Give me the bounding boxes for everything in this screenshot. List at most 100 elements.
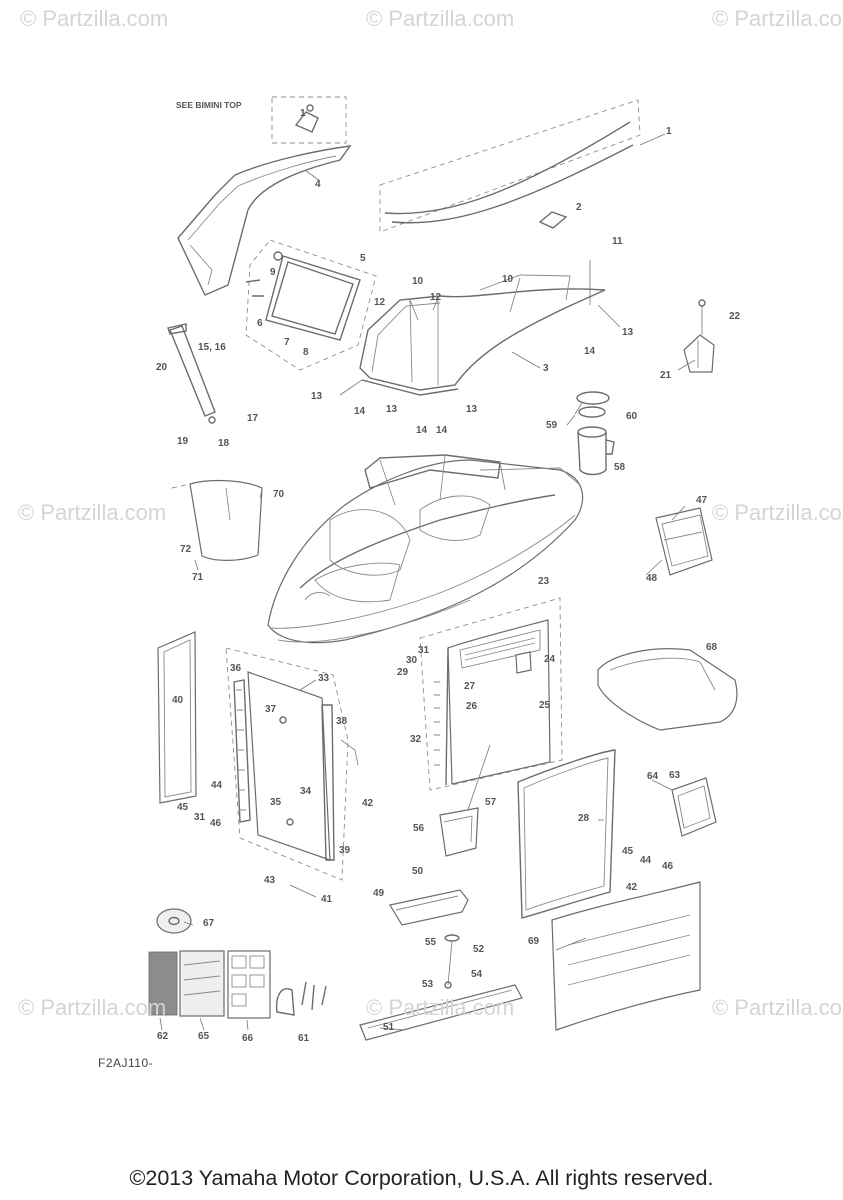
callout: 10 [412,276,424,287]
door-assembly-23 [419,597,563,843]
callout: 6 [257,318,263,329]
callout: 45 [177,802,189,813]
windshield-window-assembly [245,239,377,371]
bimini-hardware [271,96,347,144]
gasket-28 [517,749,616,919]
manuals [148,950,327,1019]
callout: 49 [373,888,385,899]
boat-hull [267,454,584,644]
callout: 37 [265,704,277,715]
callout: 40 [172,695,184,706]
callout: 13 [311,391,323,402]
callout: 2 [576,202,582,213]
callout: 22 [729,311,741,322]
rail-51 [359,934,523,1041]
callout: 52 [473,944,485,955]
side-panel-40 [157,631,197,804]
watermark: © Partzilla.com [712,500,843,525]
callout: 69 [528,936,540,947]
callout: 36 [230,663,242,674]
callout: 56 [413,823,425,834]
callout: 38 [336,716,348,727]
windshield-glass [359,274,606,396]
door-assembly-33 [225,647,359,881]
storage-bin [439,807,479,857]
callout: 27 [464,681,476,692]
callout: 41 [321,894,333,905]
watermark: © Partzilla.com [712,995,843,1020]
callout: 7 [284,337,290,348]
callout: 48 [646,573,658,584]
callout: 5 [360,253,366,264]
callout: 58 [614,462,626,473]
callout: 39 [339,845,351,856]
callout: 35 [270,797,282,808]
callout: 34 [300,786,312,797]
callout: 55 [425,937,437,948]
callout: 72 [180,544,192,555]
callout: 3 [543,363,549,374]
callout: 14 [354,406,366,417]
callout: 11 [612,236,623,247]
callout: 51 [383,1022,395,1033]
windshield-trim-top [379,99,641,233]
watermark: © Partzilla.com [366,6,515,31]
callout: 13 [386,404,398,415]
callout: 26 [466,701,478,712]
bracket [683,299,715,373]
callout: 12 [374,297,386,308]
callout: 15, 16 [198,342,226,353]
callout: 65 [198,1031,210,1042]
cushion-68 [597,648,738,731]
callout: 57 [485,797,497,808]
callout: 33 [318,673,330,684]
callout: 64 [647,771,659,782]
callout: 30 [406,655,418,666]
callout: 42 [626,882,638,893]
callout: 61 [298,1033,310,1044]
callout: 46 [662,861,674,872]
callout: 31 [194,812,206,823]
step-49 [389,889,469,926]
board-69 [551,881,701,1031]
vent [655,507,713,576]
callout: 71 [192,572,204,583]
callout: 44 [211,780,223,791]
callout: 50 [412,866,424,877]
callout: 25 [539,700,551,711]
callout: 1 [300,108,306,119]
callout: 45 [622,846,634,857]
callout: 47 [696,495,708,506]
callout: 21 [660,370,672,381]
callout: 54 [471,969,483,980]
diagram-code: F2AJ110- [98,1056,154,1070]
callout: 29 [397,667,409,678]
watermark: © Partzilla.com [18,995,167,1020]
watermark: © Partzilla.com [712,6,843,31]
callout: 18 [218,438,230,449]
watermark: © Partzilla.com [18,500,167,525]
callout: 70 [273,489,285,500]
callout: 13 [622,327,634,338]
watermark: © Partzilla.com [20,6,169,31]
vent-63 [671,777,717,837]
callout: 4 [315,179,321,190]
windshield-frame [177,145,352,296]
callout: 14 [436,425,448,436]
callout: 67 [203,918,215,929]
callout: 17 [247,413,259,424]
callout: 9 [270,267,276,278]
leader-lines [159,133,696,1031]
callout: 43 [264,875,276,886]
callout: 8 [303,347,309,358]
cup-holder [576,391,615,476]
callout: 42 [362,798,374,809]
callout: 62 [157,1031,169,1042]
callout: 23 [538,576,550,587]
callout: 46 [210,818,222,829]
callout: 59 [546,420,558,431]
callout: 63 [669,770,681,781]
callout: 31 [418,645,430,656]
callout: 66 [242,1033,254,1044]
